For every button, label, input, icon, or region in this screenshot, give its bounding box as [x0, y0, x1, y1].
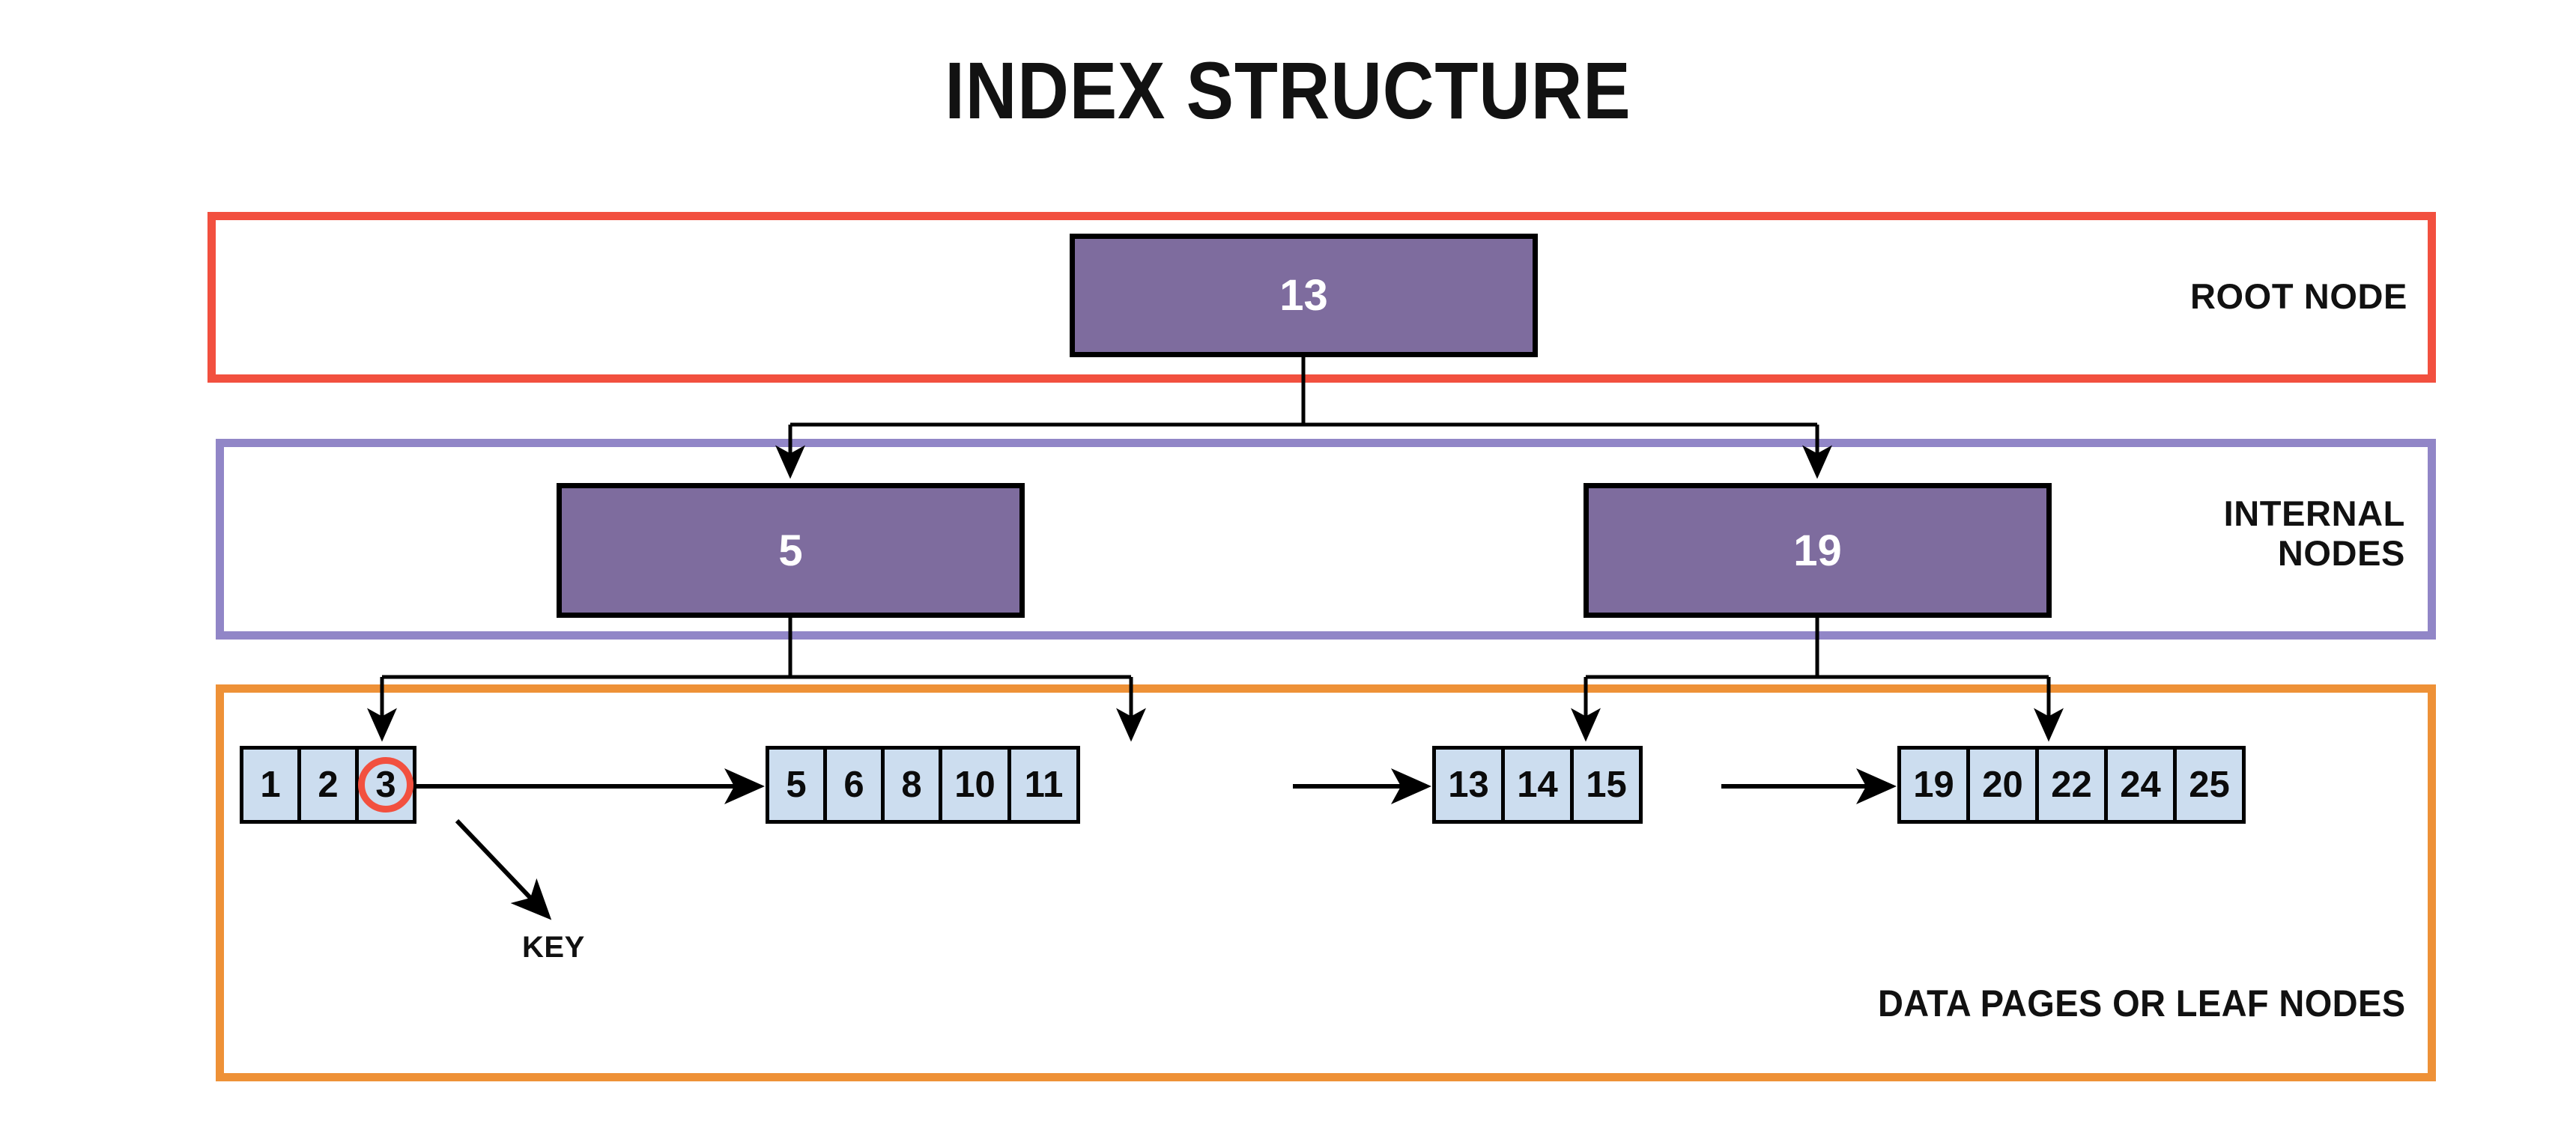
- leaf-cell[interactable]: 10: [939, 746, 1011, 824]
- internal-nodes-caption: INTERNAL NODES: [2223, 493, 2405, 573]
- internal-node-right[interactable]: 19: [1584, 483, 2052, 618]
- leaf-cell[interactable]: 15: [1570, 746, 1643, 824]
- leaf-cell[interactable]: 1: [240, 746, 301, 824]
- key-annotation-label: KEY: [522, 931, 585, 964]
- internal-nodes-section-frame: [216, 439, 2436, 640]
- leaf-cell[interactable]: 2: [297, 746, 359, 824]
- leaf-cell[interactable]: 11: [1007, 746, 1080, 824]
- leaf-cell[interactable]: 25: [2173, 746, 2246, 824]
- leaf-cell[interactable]: 5: [766, 746, 827, 824]
- internal-node-left[interactable]: 5: [557, 483, 1025, 618]
- leaf-cell[interactable]: 20: [1966, 746, 2039, 824]
- leaf-cell[interactable]: 19: [1897, 746, 1970, 824]
- leaf-cell[interactable]: 3: [355, 746, 416, 824]
- leaf-cell[interactable]: 22: [2035, 746, 2108, 824]
- root-node[interactable]: 13: [1070, 234, 1538, 357]
- root-node-caption: ROOT NODE: [2189, 276, 2407, 316]
- key-highlight-circle-icon: [358, 757, 413, 813]
- leaf-cell[interactable]: 8: [881, 746, 942, 824]
- page-title: INDEX STRUCTURE: [945, 45, 1631, 136]
- leaf-cell[interactable]: 6: [823, 746, 885, 824]
- leaf-cell[interactable]: 13: [1432, 746, 1505, 824]
- leaf-cell[interactable]: 24: [2104, 746, 2177, 824]
- leaf-cell[interactable]: 14: [1501, 746, 1574, 824]
- leaf-nodes-caption: DATA PAGES OR LEAF NODES: [1877, 982, 2405, 1024]
